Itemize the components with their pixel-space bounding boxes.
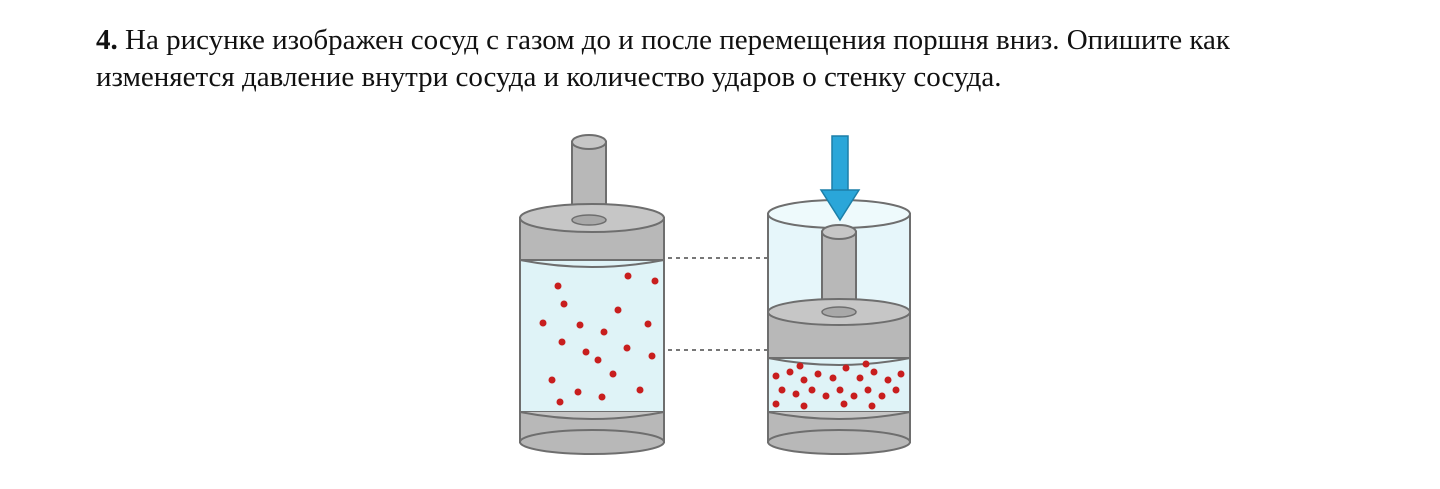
piston-before [519, 203, 665, 261]
piston-vessel-illustration [519, 134, 911, 455]
vessel-after [767, 135, 911, 455]
down-arrow-icon [819, 135, 861, 222]
question-text: 4. На рисунке изображен сосуд с газом до… [96, 22, 1356, 96]
gas-after [767, 357, 911, 413]
question-number: 4. [96, 24, 118, 56]
vessel-bottom-before [519, 411, 665, 455]
vessel-bottom-after [767, 411, 911, 455]
piston-after [767, 298, 911, 359]
molecules-after [772, 360, 905, 410]
gas-before [519, 259, 665, 420]
vessel-before [519, 134, 665, 455]
molecules-before [539, 272, 659, 406]
question-body: На рисунке изображен сосуд с газом до и … [96, 24, 1230, 93]
piston-vessel-figure [500, 128, 940, 468]
guide-lines [668, 257, 768, 351]
